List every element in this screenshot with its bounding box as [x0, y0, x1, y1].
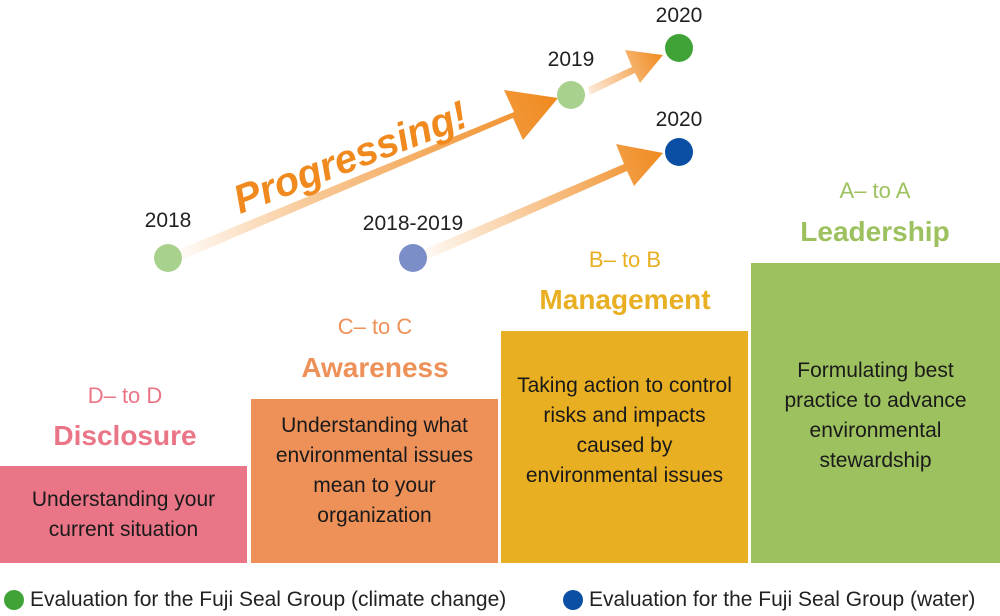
water-dot-icon	[563, 590, 583, 610]
progress-arrow-main	[168, 90, 558, 264]
legend-climate: Evaluation for the Fuji Seal Group (clim…	[4, 588, 506, 612]
water-dot-icon	[399, 244, 427, 272]
climate-dot-icon	[557, 81, 585, 109]
step-box-disclosure: Understanding your current situation	[0, 466, 247, 563]
step-range-awareness: C– to C	[337, 314, 413, 339]
climate-dot-icon	[154, 244, 182, 272]
progress-arrow-water	[414, 144, 663, 264]
climate-year-2018: 2018	[144, 209, 192, 232]
step-box-management: Taking action to control risks and impac…	[501, 331, 748, 563]
climate-dot-icon	[665, 34, 693, 62]
step-box-leadership: Formulating best practice to advance env…	[751, 263, 1000, 563]
legend-water-label: Evaluation for the Fuji Seal Group (wate…	[589, 588, 976, 611]
step-description: Understanding your current situation	[31, 487, 216, 541]
step-title-leadership: Leadership	[800, 216, 950, 247]
step-title-management: Management	[539, 284, 711, 315]
progressing-label: Progressing!	[227, 93, 473, 222]
step-description: Formulating best practice to advance env…	[784, 359, 967, 472]
step-title-disclosure: Disclosure	[53, 420, 197, 451]
legend-water: Evaluation for the Fuji Seal Group (wate…	[563, 588, 975, 612]
climate-dot-icon	[4, 590, 24, 610]
water-year-2018-2019: 2018-2019	[362, 212, 464, 235]
water-year-2020: 2020	[655, 108, 703, 131]
step-range-management: B– to B	[588, 247, 662, 272]
legend-climate-label: Evaluation for the Fuji Seal Group (clim…	[30, 588, 507, 611]
step-description: Understanding what environmental issues …	[275, 414, 474, 527]
step-title-awareness: Awareness	[301, 352, 449, 383]
climate-year-2019: 2019	[547, 48, 595, 71]
step-range-leadership: A– to A	[839, 178, 911, 203]
progress-arrow-2019-2020	[588, 50, 663, 95]
water-dot-icon	[665, 138, 693, 166]
step-box-awareness: Understanding what environmental issues …	[251, 399, 498, 563]
step-range-disclosure: D– to D	[87, 383, 163, 408]
step-description: Taking action to control risks and impac…	[517, 374, 732, 487]
climate-year-2020: 2020	[655, 4, 703, 27]
